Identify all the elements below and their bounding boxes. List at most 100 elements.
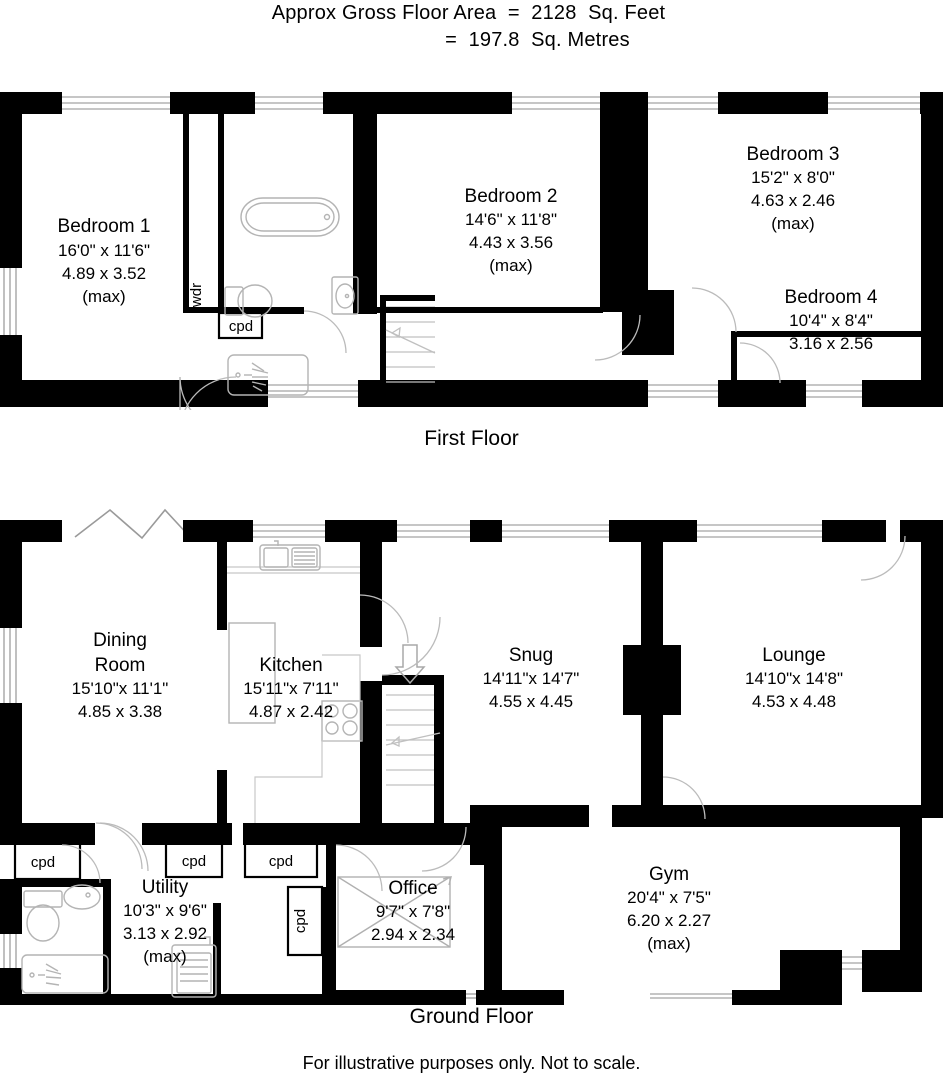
gf-wall-top-right — [822, 520, 886, 542]
room-dim-metric-dining-room: 4.85 x 3.38 — [78, 702, 162, 721]
wall-bed3-bed4-divider — [731, 331, 921, 337]
room-qualifier-gym: (max) — [647, 934, 690, 953]
room-dim-imperial-bedroom-3: 15'2" x 8'0" — [751, 168, 835, 187]
kitchen-island-icon — [228, 622, 276, 724]
wall-bed3-left — [624, 114, 648, 290]
room-name-gym: Gym — [649, 864, 689, 885]
room-name-office: Office — [388, 878, 437, 899]
gf-cpd-box-3 — [243, 841, 319, 879]
wall-top-right-1 — [718, 92, 828, 114]
door-bedroom1 — [179, 376, 237, 410]
room-dim-imperial-bedroom-2: 14'6" x 11'8" — [465, 210, 557, 229]
gf-wall-dining-south-2 — [142, 823, 232, 845]
window-top-2 — [255, 96, 323, 110]
wall-top-mid-1 — [323, 92, 512, 114]
gf-door-kitchen-hall — [359, 594, 409, 644]
utility-sink-icon — [171, 936, 217, 998]
gf-wall-hall-left-2 — [360, 681, 382, 831]
wall-stair-block — [622, 290, 674, 355]
wall-stair-top — [380, 295, 435, 301]
window-top-3 — [512, 96, 600, 110]
gf-wall-gym-left — [484, 805, 502, 990]
gf-wall-gym-bottom-2 — [476, 990, 564, 1005]
gf-wall-top-mid-3 — [609, 520, 697, 542]
wc-toilet-icon — [23, 890, 63, 942]
room-name-snug: Snug — [509, 645, 553, 666]
gf-stair-down-arrow-icon — [394, 644, 426, 685]
gf-wall-gym-top-2 — [612, 805, 922, 827]
gf-window-left — [3, 628, 17, 703]
gf-door-utility — [99, 822, 149, 872]
room-name-bedroom-1: Bedroom 1 — [58, 216, 151, 237]
gf-cpd-box-2 — [164, 841, 224, 879]
room-dim-metric-bedroom-3: 4.63 x 2.46 — [751, 191, 835, 210]
gable-roof-line — [74, 508, 191, 540]
room-dim-imperial-bedroom-4: 10'4" x 8'4" — [789, 311, 873, 330]
header-area-summary: Approx Gross Floor Area = 2128 Sq. Feet … — [0, 0, 943, 54]
cupboard-label-2: cpd — [182, 853, 206, 870]
gf-wall-dining-south-1 — [0, 823, 95, 845]
gf-wall-left-bottom — [0, 879, 22, 934]
ground-floor-caption: Ground Floor — [409, 1005, 534, 1028]
gf-wall-office-right — [322, 887, 336, 1005]
gf-window-top-2 — [397, 524, 470, 538]
gf-staircase — [385, 694, 441, 786]
room-name-kitchen: Kitchen — [259, 655, 322, 676]
gf-wall-utility-bottom — [0, 994, 330, 1005]
gf-wall-gym-right-2 — [900, 805, 922, 955]
room-dim-imperial-snug: 14'11"x 14'7" — [483, 669, 580, 688]
door-bedroom2 — [594, 314, 641, 361]
wall-right — [921, 92, 943, 407]
room-qualifier-utility: (max) — [143, 947, 186, 966]
wall-bottom-1 — [0, 380, 268, 407]
gf-door-lounge-snug — [662, 776, 706, 820]
gf-door-dining-hall — [95, 822, 143, 870]
wall-wardrobe-right — [218, 114, 224, 312]
room-dim-metric-gym: 6.20 x 2.27 — [627, 911, 711, 930]
window-bottom-2 — [648, 384, 718, 398]
disclaimer-note: For illustrative purposes only. Not to s… — [302, 1053, 641, 1073]
gf-window-gym-2 — [650, 993, 732, 999]
room-dim-imperial-lounge: 14'10"x 14'8" — [745, 669, 843, 688]
gf-wall-gym-bottom-1 — [336, 990, 466, 1005]
gf-wall-left-lower — [0, 703, 22, 828]
wall-left-upper — [0, 92, 22, 268]
cupboard-label-1: cpd — [31, 854, 55, 871]
room-dim-imperial-office: 9'7" x 7'8" — [376, 902, 450, 921]
gf-wall-office-top — [333, 823, 485, 845]
gf-wall-top-mid-2 — [470, 520, 502, 542]
gf-wall-utility-right — [213, 903, 221, 1002]
gross-floor-area-feet: Approx Gross Floor Area = 2128 Sq. Feet — [271, 2, 666, 24]
room-name-dining-room-line1: Dining — [93, 630, 147, 651]
toilet-icon — [224, 284, 273, 318]
gf-window-top-3 — [502, 524, 609, 538]
room-dim-imperial-kitchen: 15'11"x 7'11" — [243, 679, 338, 698]
gross-floor-area-metres: = 197.8 Sq. Metres — [445, 29, 630, 51]
room-name-bedroom-3: Bedroom 3 — [747, 144, 840, 165]
gf-wall-top-left-2 — [183, 520, 253, 542]
room-dim-metric-bedroom-2: 4.43 x 3.56 — [469, 233, 553, 252]
wardrobe-label: wdr — [188, 283, 205, 308]
gf-wall-gym-step — [780, 950, 842, 992]
room-dim-imperial-utility: 10'3" x 9'6" — [123, 901, 207, 920]
room-name-dining-room-line2: Room — [95, 655, 146, 676]
kitchen-units-outline — [254, 654, 361, 823]
cupboard-label-first-floor: cpd — [229, 318, 253, 335]
staircase-first-floor — [385, 306, 436, 383]
room-dim-imperial-dining-room: 15'10"x 11'1" — [72, 679, 169, 698]
gf-wall-wc-top — [22, 879, 111, 887]
gf-window-top-4 — [697, 524, 822, 538]
room-name-lounge: Lounge — [762, 645, 825, 666]
washbasin-icon — [331, 276, 359, 315]
gf-wall-gym-top-1 — [484, 805, 589, 827]
room-dim-metric-utility: 3.13 x 2.92 — [123, 924, 207, 943]
gf-wall-right-upper — [921, 520, 943, 818]
wall-bedroom2-right — [600, 114, 624, 312]
wall-bed4-left — [731, 331, 737, 407]
gf-wall-kitchen-left-2 — [217, 770, 227, 830]
window-top-4 — [648, 96, 718, 110]
gf-door-wc — [61, 844, 101, 884]
room-dim-metric-snug: 4.55 x 4.45 — [489, 692, 573, 711]
gf-door-gym — [421, 826, 467, 872]
